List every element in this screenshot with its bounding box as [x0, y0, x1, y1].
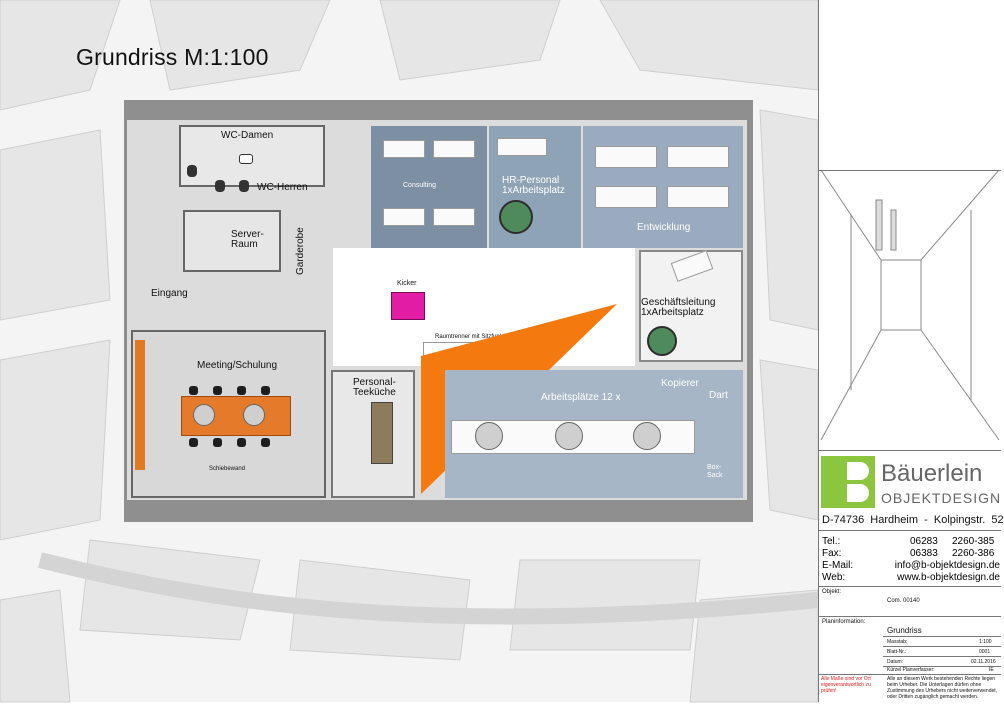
- background-buildings: [0, 0, 819, 703]
- gl-round-table: [647, 326, 677, 356]
- contact-fax-area: 06383: [910, 548, 938, 559]
- divider: [819, 674, 1001, 675]
- contact-web-value[interactable]: www.b-objektdesign.de: [897, 572, 1000, 583]
- divider: [819, 586, 1001, 587]
- desk: [383, 208, 425, 226]
- floor-plan: WC-Damen WC-Herren Server- Raum Garderob…: [124, 100, 753, 522]
- masstab-label: Masstab:: [887, 639, 908, 645]
- hr-label: HR-Personal 1xArbeitsplatz: [502, 175, 565, 196]
- plan-name: Grundriss: [887, 626, 922, 635]
- server-room-label: Server- Raum: [231, 229, 264, 250]
- toilet-icon: [215, 180, 225, 192]
- raumtrenner-label: Raumtrenner mit Sitzfunktion: [435, 334, 513, 340]
- table-lamp: [193, 404, 215, 426]
- contact-fax-label: Fax:: [822, 548, 842, 559]
- planinfo-label: Planinformation:: [822, 619, 866, 625]
- company-logo: [821, 456, 875, 508]
- table-lamp: [475, 422, 503, 450]
- toilet-icon: [239, 180, 249, 192]
- geschaeftsleitung-label: Geschäftsleitung 1xArbeitsplatz: [641, 297, 716, 318]
- datum-value: 02.11.2016: [971, 659, 996, 665]
- company-name-top: Bäuerlein: [881, 460, 983, 487]
- meeting-label: Meeting/Schulung: [197, 360, 278, 371]
- desk: [433, 208, 475, 226]
- garderobe-label: Garderobe: [295, 227, 306, 275]
- chair: [237, 386, 246, 395]
- company-name-bottom: OBJEKTDESIGN: [881, 490, 1002, 506]
- chair: [213, 438, 222, 447]
- desk: [433, 140, 475, 158]
- schiebewand-label: Schiebewand: [209, 466, 246, 472]
- desk: [595, 186, 657, 208]
- teekueche-label: Personal- Teeküche: [353, 377, 396, 398]
- arbeitsplaetze-label: Arbeitsplätze 12 x: [541, 392, 621, 403]
- contact-tel-label: Tel.:: [822, 536, 841, 547]
- boxsack-label: Box- Sack: [707, 464, 723, 479]
- hr-round-table: [499, 200, 533, 234]
- divider: [819, 450, 1001, 451]
- company-address: D-74736 Hardheim - Kolpingstr. 52: [822, 514, 1004, 526]
- divider: [883, 636, 1001, 637]
- warning-note: Alle Maße sind vor Ort eigenverantwortli…: [821, 676, 871, 694]
- title-block: Bäuerlein OBJEKTDESIGN D-74736 Hardheim …: [818, 0, 1004, 702]
- desk: [595, 146, 657, 168]
- copyright-note: Alle an diesem Werk bestehenden Rechte l…: [887, 676, 998, 700]
- entwicklung-label: Entwicklung: [637, 222, 691, 233]
- datum-label: Datum:: [887, 659, 904, 665]
- chair: [189, 438, 198, 447]
- divider: [883, 646, 1001, 647]
- kicker-table: [391, 292, 425, 320]
- contact-tel-area: 06283: [910, 536, 938, 547]
- objekt-value: Com. 00140: [887, 598, 920, 604]
- objekt-label: Objekt:: [822, 589, 842, 595]
- contact-web-label: Web:: [822, 572, 846, 583]
- kicker-label: Kicker: [397, 280, 417, 287]
- eingang-label: Eingang: [151, 288, 188, 299]
- divider: [883, 666, 1001, 667]
- table-lamp: [243, 404, 265, 426]
- contact-email-value[interactable]: info@b-objektdesign.de: [894, 560, 1000, 571]
- floor-plan-interior: WC-Damen WC-Herren Server- Raum Garderob…: [127, 120, 747, 500]
- desk: [497, 138, 547, 156]
- wc-damen-label: WC-Damen: [221, 130, 274, 141]
- chair: [261, 438, 270, 447]
- contact-fax-number: 2260-386: [952, 548, 995, 559]
- kitchen-table: [371, 402, 393, 464]
- kuerzel-value: IE: [989, 667, 994, 673]
- kopierer-label: Kopierer: [661, 378, 699, 389]
- chair: [213, 386, 222, 395]
- perspective-sketch: [820, 169, 1000, 441]
- divider: [819, 530, 1001, 531]
- chair: [261, 386, 270, 395]
- divider: [819, 170, 1001, 171]
- divider: [883, 656, 1001, 657]
- desk: [667, 146, 729, 168]
- meeting-wall-shelf: [135, 340, 145, 470]
- chair: [189, 386, 198, 395]
- blatt-label: Blatt-Nr.:: [887, 649, 907, 655]
- kuerzel-label: Kürzel Planverfasser:: [887, 667, 935, 673]
- server-room: [183, 210, 281, 272]
- contact-email-label: E-Mail:: [822, 560, 854, 571]
- desk: [383, 140, 425, 158]
- contact-tel-number: 2260-385: [952, 536, 995, 547]
- table-lamp: [555, 422, 583, 450]
- masstab-value: 1:100: [979, 639, 992, 645]
- dart-label: Dart: [709, 390, 728, 401]
- divider: [819, 616, 1001, 617]
- sink-icon: [239, 154, 253, 164]
- blatt-value: 0001: [979, 649, 991, 655]
- plan-title: Grundriss M:1:100: [76, 44, 269, 70]
- consulting-label: Consulting: [403, 182, 437, 189]
- toilet-icon: [187, 165, 197, 177]
- desk: [667, 186, 729, 208]
- chair: [237, 438, 246, 447]
- table-lamp: [633, 422, 661, 450]
- wc-herren-label: WC-Herren: [257, 182, 308, 193]
